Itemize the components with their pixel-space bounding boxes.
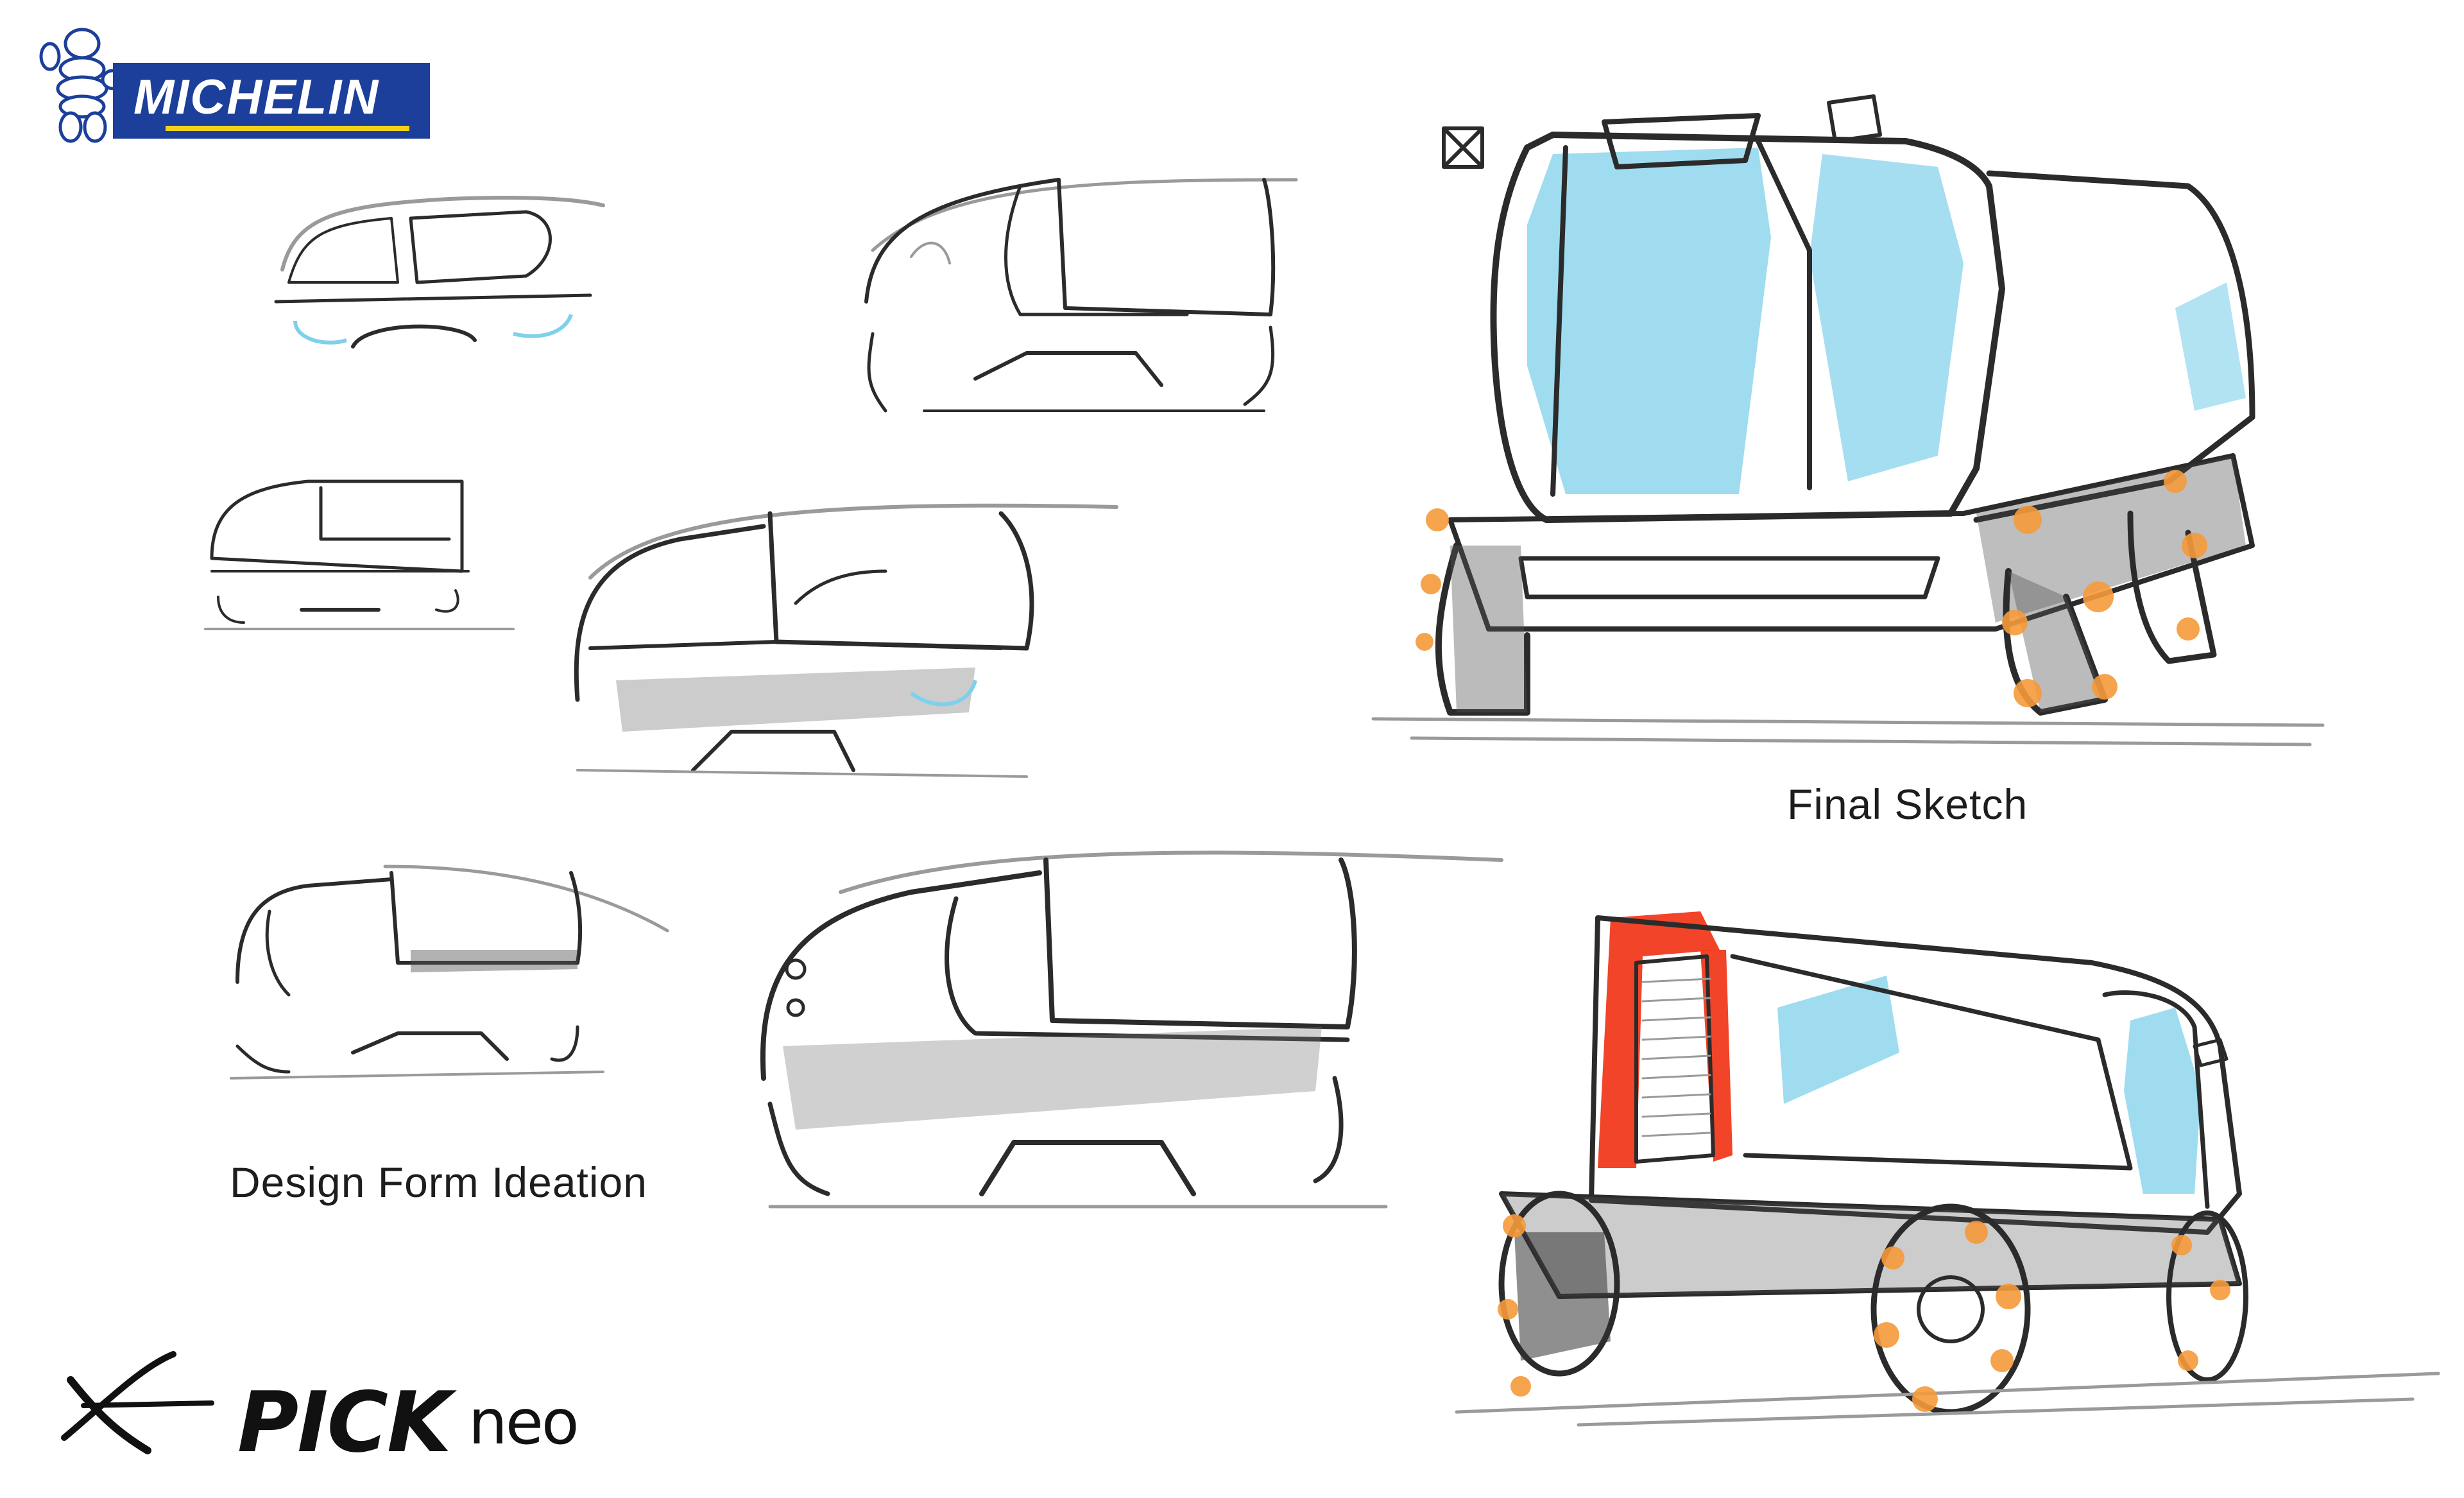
x-mark-icon	[61, 1351, 214, 1454]
final-sketch-label: Final Sketch	[1787, 780, 2028, 828]
ideation-sketch-2	[864, 178, 1298, 413]
ideation-sketch-3	[204, 479, 515, 630]
pick-neo-logo: PICK neo	[45, 1341, 622, 1471]
final-sketch-vehicle	[1371, 94, 2325, 746]
michelin-logo: MICHELIN	[37, 18, 430, 144]
brand-pick-text: PICK	[237, 1373, 452, 1471]
ideation-sketch-1	[274, 196, 605, 349]
logo-wordmark: MICHELIN	[133, 70, 380, 125]
brand-neo-text: neo	[468, 1386, 579, 1458]
ideation-label: Design Form Ideation	[230, 1158, 647, 1206]
ideation-sketch-5	[230, 865, 669, 1080]
ideation-sketch-4	[574, 503, 1118, 778]
ideation-sketch-6	[760, 850, 1503, 1209]
final-sketch-side-vehicle	[1455, 911, 2440, 1427]
